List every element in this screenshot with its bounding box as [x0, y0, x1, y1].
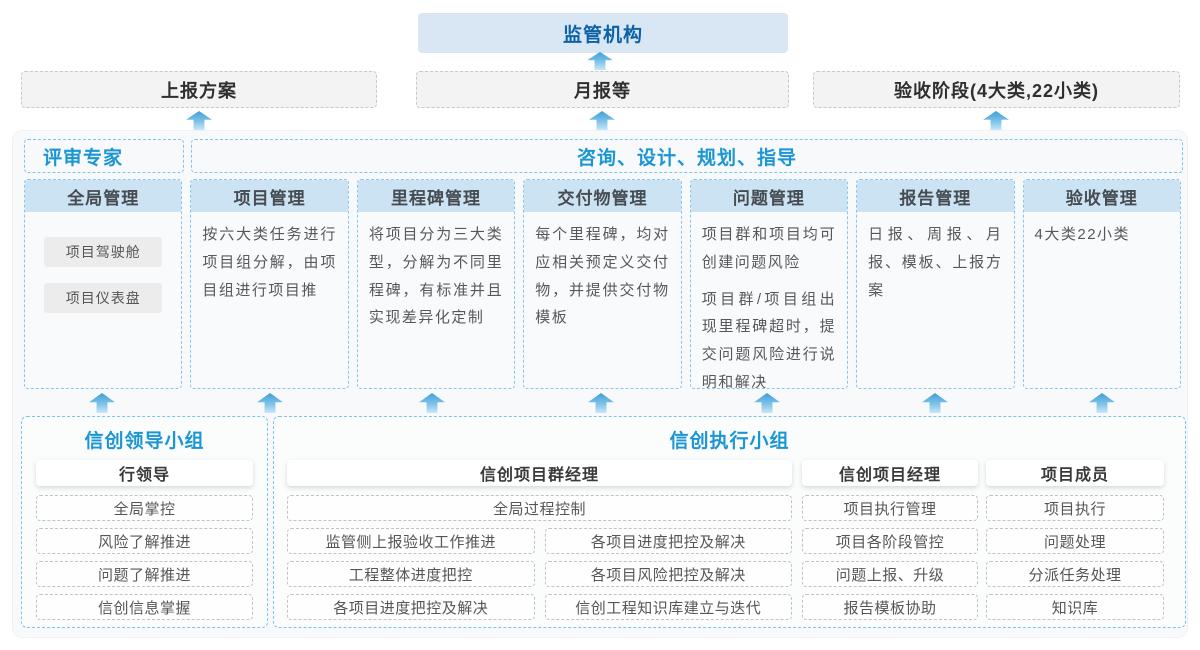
- column-milestone-mgmt: 里程碑管理 将项目分为三大类型，分解为不同里程碑，有标准并且实现差异化定制: [356, 179, 516, 389]
- role-program-manager: 信创项目群经理: [287, 460, 792, 486]
- report-box-monthly: 月报等: [416, 71, 789, 108]
- up-arrow-icon: [587, 52, 613, 70]
- member-duty-item: 问题处理: [986, 528, 1164, 554]
- column-title: 报告管理: [857, 180, 1014, 212]
- project-member-section: 项目成员 项目执行 问题处理 分派任务处理 知识库: [986, 460, 1164, 620]
- up-arrow-icon: [589, 111, 615, 130]
- column-title: 交付物管理: [524, 180, 681, 212]
- pm-duty-grid: 监管侧上报验收工作推进 各项目进度把控及解决 工程整体进度把控 各项目风险把控及…: [287, 528, 792, 620]
- member-duty-item: 分派任务处理: [986, 561, 1164, 587]
- column-title: 全局管理: [25, 180, 182, 212]
- column-title: 验收管理: [1023, 180, 1180, 212]
- manager-duty-item: 项目各阶段管控: [802, 528, 978, 554]
- program-manager-section: 信创项目群经理 全局过程控制 监管侧上报验收工作推进 各项目进度把控及解决 工程…: [287, 460, 792, 620]
- pm-duty-item: 各项目进度把控及解决: [544, 528, 792, 554]
- platform-container: 评审专家 咨询、设计、规划、指导 全局管理 项目驾驶舱 项目仪表盘 项目管理 按…: [12, 130, 1188, 638]
- up-arrow-icon: [89, 393, 115, 413]
- pm-duty-item: 各项目进度把控及解决: [287, 594, 535, 620]
- consult-design-label: 咨询、设计、规划、指导: [191, 139, 1183, 173]
- module-columns: 全局管理 项目驾驶舱 项目仪表盘 项目管理 按六大类任务进行项目组分解，由项目组…: [24, 179, 1181, 389]
- report-box-acceptance: 验收阶段(4大类,22小类): [813, 71, 1180, 108]
- pm-duty-item: 信创工程知识库建立与迭代: [544, 594, 792, 620]
- column-body: 每个里程碑，均对应相关预定义交付物，并提供交付物模板: [524, 212, 680, 341]
- leader-duty-item: 全局掌控: [36, 495, 253, 521]
- role-project-member: 项目成员: [986, 460, 1164, 486]
- leader-duty-item: 信创信息掌握: [36, 594, 253, 620]
- column-body: 项目群和项目均可创建问题风险 项目群/项目组出现里程碑超时，提交问题风险进行说明…: [691, 212, 847, 389]
- pm-duty-item: 监管侧上报验收工作推进: [287, 528, 535, 554]
- report-box-plan: 上报方案: [21, 71, 377, 108]
- up-arrow-icon: [419, 393, 445, 413]
- up-arrow-icon: [257, 393, 283, 413]
- role-bank-leader: 行领导: [36, 460, 253, 486]
- up-arrow-icon: [922, 393, 948, 413]
- exec-group-title: 信创执行小组: [669, 430, 790, 452]
- manager-duty-item: 项目执行管理: [802, 495, 978, 521]
- column-body: 项目驾驶舱 项目仪表盘: [25, 212, 181, 322]
- column-text: 每个里程碑，均对应相关预定义交付物，并提供交付物模板: [535, 226, 670, 327]
- column-issue-mgmt: 问题管理 项目群和项目均可创建问题风险 项目群/项目组出现里程碑超时，提交问题风…: [689, 179, 849, 389]
- column-body: 按六大类任务进行项目组分解，由项目组进行项目推: [191, 212, 347, 313]
- regulator-box: 监管机构: [418, 13, 788, 53]
- column-text: 将项目分为三大类型，分解为不同里程碑，有标准并且实现差异化定制: [368, 226, 504, 327]
- manager-duty-item: 问题上报、升级: [802, 561, 978, 587]
- column-project-mgmt: 项目管理 按六大类任务进行项目组分解，由项目组进行项目推: [190, 179, 349, 389]
- pm-duty-item: 各项目风险把控及解决: [544, 561, 792, 587]
- member-duty-item: 知识库: [986, 594, 1164, 620]
- pm-duty-item: 工程整体进度把控: [287, 561, 535, 587]
- column-text: 4大类22小类: [1034, 226, 1131, 243]
- member-duty-item: 项目执行: [986, 495, 1164, 521]
- column-global-mgmt: 全局管理 项目驾驶舱 项目仪表盘: [24, 179, 183, 389]
- column-title: 问题管理: [690, 180, 848, 212]
- leader-duty-item: 风险了解推进: [36, 528, 253, 554]
- column-title: 项目管理: [191, 180, 348, 212]
- up-arrow-icon: [588, 393, 614, 413]
- exec-group: 信创执行小组 信创项目群经理 全局过程控制 监管侧上报验收工作推进 各项目进度把…: [273, 416, 1186, 628]
- expert-review-label: 评审专家: [24, 139, 184, 173]
- leader-group-title: 信创领导小组: [84, 430, 205, 452]
- up-arrow-icon: [186, 111, 212, 130]
- column-deliverable-mgmt: 交付物管理 每个里程碑，均对应相关预定义交付物，并提供交付物模板: [523, 179, 682, 389]
- leader-group: 信创领导小组 行领导 全局掌控 风险了解推进 问题了解推进 信创信息掌握: [21, 416, 268, 628]
- column-text: 项目群和项目均可创建问题风险: [701, 226, 837, 271]
- leader-duty-item: 问题了解推进: [36, 561, 253, 587]
- column-text: 按六大类任务进行项目组分解，由项目组进行项目推: [202, 226, 337, 299]
- column-body: 4大类22小类: [1024, 212, 1180, 258]
- column-text: 日报、周报、月报、模板、上报方案: [868, 226, 1003, 299]
- column-body: 将项目分为三大类型，分解为不同里程碑，有标准并且实现差异化定制: [358, 212, 514, 341]
- up-arrow-icon: [983, 111, 1009, 130]
- column-acceptance-mgmt: 验收管理 4大类22小类: [1022, 179, 1181, 389]
- column-body: 日报、周报、月报、模板、上报方案: [857, 212, 1013, 313]
- tag-project-cockpit: 项目驾驶舱: [44, 237, 163, 267]
- column-title: 里程碑管理: [357, 180, 515, 212]
- up-arrow-icon: [1089, 393, 1115, 413]
- project-manager-section: 信创项目经理 项目执行管理 项目各阶段管控 问题上报、升级 报告模板协助: [802, 460, 978, 620]
- up-arrow-icon: [754, 393, 780, 413]
- column-text: 项目群/项目组出现里程碑超时，提交问题风险进行说明和解决: [701, 290, 837, 389]
- tag-project-dashboard: 项目仪表盘: [44, 283, 163, 313]
- pm-duty-item: 全局过程控制: [287, 495, 792, 521]
- manager-duty-item: 报告模板协助: [802, 594, 978, 620]
- role-project-manager: 信创项目经理: [802, 460, 978, 486]
- column-report-mgmt: 报告管理 日报、周报、月报、模板、上报方案: [856, 179, 1015, 389]
